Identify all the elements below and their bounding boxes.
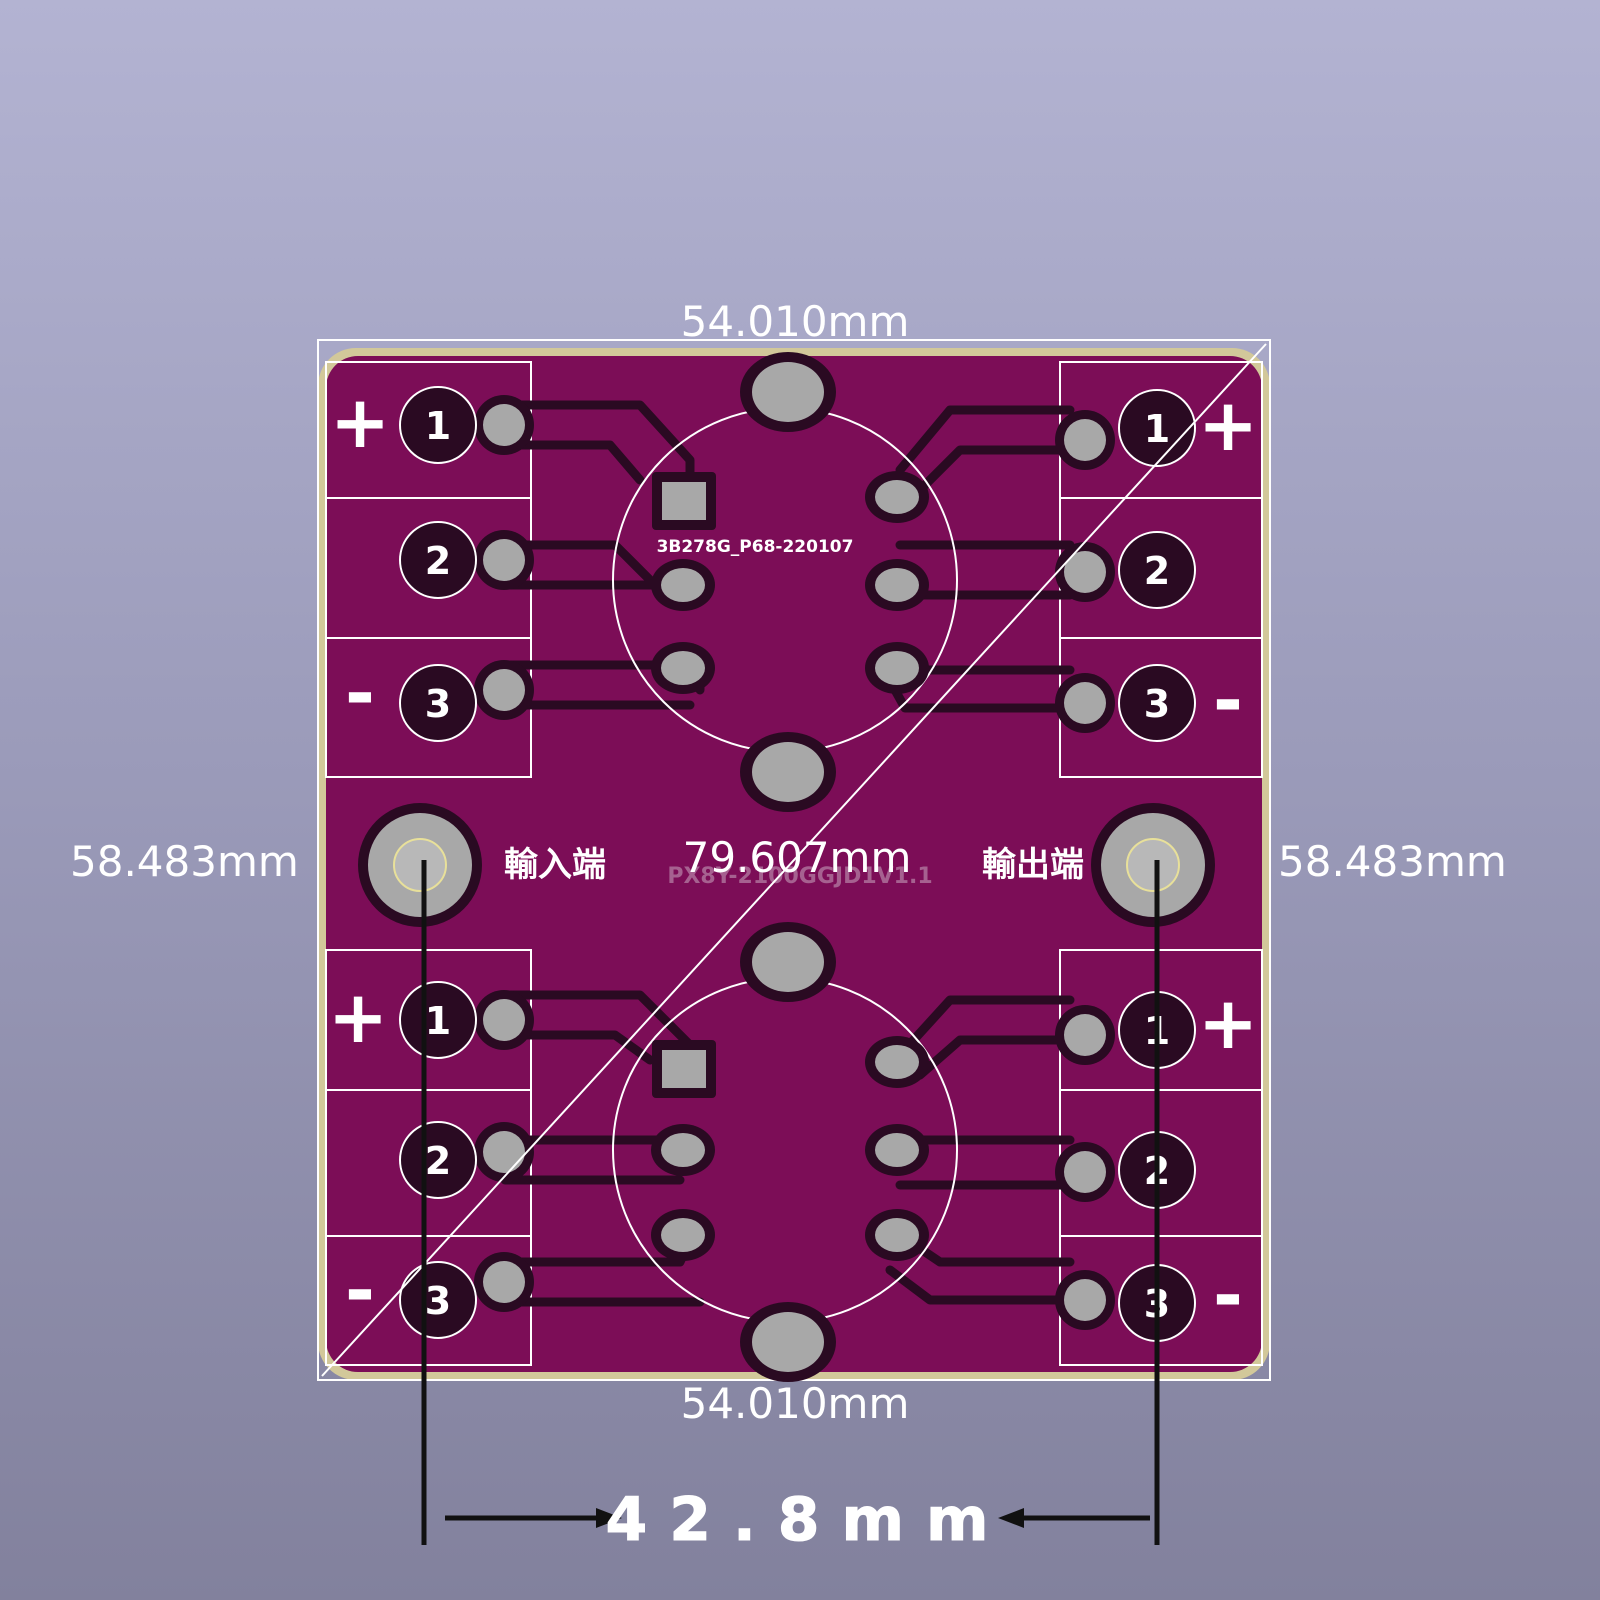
plus-sign: +: [1198, 981, 1258, 1065]
plus-sign: +: [1198, 383, 1258, 467]
terminal-pads: [474, 395, 1115, 1330]
right-height-dimension: 58.483mm: [1278, 837, 1507, 886]
diagonal-dimension: 79.607mm: [683, 833, 912, 882]
bottom-width-dimension: 54.010mm: [681, 1379, 910, 1428]
minus-sign: -: [1213, 658, 1243, 742]
plus-sign: +: [330, 380, 390, 464]
plus-sign: +: [328, 975, 388, 1059]
minus-sign: -: [345, 1248, 375, 1332]
minus-sign: -: [345, 651, 375, 735]
board-title-label: PX8Y-2100GGJD1V1.1: [667, 864, 932, 889]
pin-2-label: 2: [425, 1139, 451, 1183]
input-terminal-label: 輸入端: [504, 845, 606, 885]
pin-2-label: 2: [425, 539, 451, 583]
polarity-markers: + - + - + - + -: [328, 380, 1258, 1337]
diagonal-dimension-line: [321, 343, 1267, 1377]
left-height-dimension: 58.483mm: [70, 837, 299, 886]
pin-3-label: 3: [425, 682, 451, 726]
socket-pads: [651, 352, 929, 1382]
pitch-dimension: [421, 860, 1160, 1545]
pin-2-label: 2: [1144, 549, 1170, 593]
pin-3-label: 3: [1144, 682, 1170, 726]
pin-1-label: 1: [1144, 407, 1170, 451]
minus-sign: -: [1213, 1253, 1243, 1337]
mounting-holes: [358, 803, 1215, 927]
pin-3-label: 3: [425, 1279, 451, 1323]
part-code-label: 3B278G_P68-220107: [657, 537, 854, 557]
top-width-dimension: 54.010mm: [681, 297, 910, 346]
pin-1-label: 1: [425, 999, 451, 1043]
pitch-dimension-label: 42.8mm: [605, 1485, 1010, 1555]
pcb-board: [318, 348, 1270, 1380]
output-terminal-label: 輸出端: [982, 845, 1084, 885]
pin-1-label: 1: [425, 404, 451, 448]
